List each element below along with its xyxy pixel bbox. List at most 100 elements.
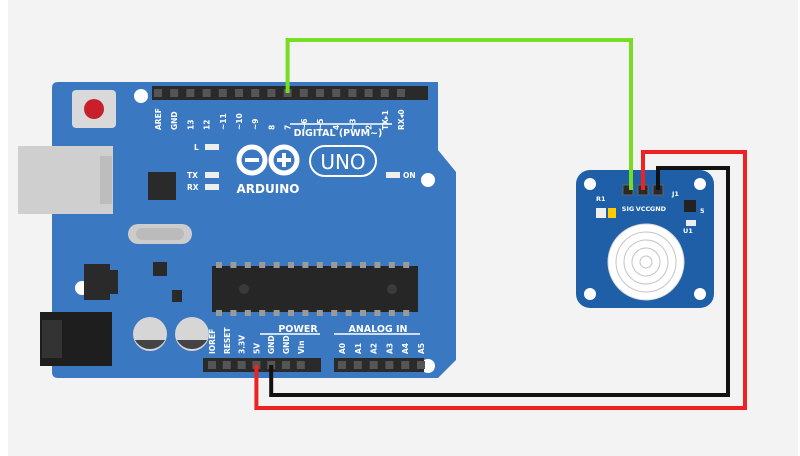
analog-pin-label: A2 bbox=[370, 343, 379, 354]
wire-ground[interactable] bbox=[269, 166, 730, 397]
chip-leg bbox=[259, 262, 266, 268]
chip-leg bbox=[345, 262, 352, 268]
chip-leg bbox=[273, 262, 280, 268]
led-rx-label: RX bbox=[187, 183, 199, 192]
power-pin-label: RESET bbox=[223, 327, 232, 354]
digital-pin-hole[interactable] bbox=[251, 89, 260, 97]
analog-pin-hole[interactable] bbox=[353, 361, 362, 369]
chip-leg bbox=[259, 310, 266, 316]
chip-leg bbox=[316, 262, 323, 268]
voltage-regulator bbox=[84, 264, 110, 300]
analog-pin-hole[interactable] bbox=[369, 361, 378, 369]
led-l bbox=[205, 144, 219, 150]
reset-button[interactable] bbox=[84, 99, 104, 119]
touch-pad-icon bbox=[607, 223, 685, 301]
digital-pin-label: 13 bbox=[186, 120, 195, 130]
sensor-r2-label: 5 bbox=[700, 207, 705, 215]
wires bbox=[254, 38, 747, 410]
digital-pin-hole[interactable] bbox=[202, 89, 211, 97]
wire-power[interactable] bbox=[254, 150, 747, 410]
chip-leg bbox=[316, 310, 323, 316]
digital-pin-label: ~11 bbox=[219, 113, 228, 130]
sensor-mounting-hole bbox=[694, 288, 706, 300]
sensor-mounting-hole bbox=[584, 288, 596, 300]
sensor-smd bbox=[686, 220, 696, 226]
power-pin-hole[interactable] bbox=[296, 361, 305, 369]
chip-leg bbox=[230, 262, 237, 268]
analog-pin-label: A5 bbox=[417, 343, 426, 354]
digital-pin-hole[interactable] bbox=[154, 89, 162, 97]
analog-header-label: ANALOG IN bbox=[348, 324, 407, 335]
small-chip bbox=[153, 262, 167, 276]
mounting-hole bbox=[421, 173, 435, 187]
digital-pin-label: AREF bbox=[154, 108, 163, 130]
led-rx bbox=[205, 184, 219, 190]
sensor-pin-label: SIG bbox=[622, 205, 634, 213]
chip-leg bbox=[302, 310, 309, 316]
digital-pin-label: 2 bbox=[365, 125, 374, 130]
power-pin-hole[interactable] bbox=[282, 361, 290, 369]
chip-leg bbox=[360, 310, 366, 316]
chip-leg bbox=[288, 310, 294, 316]
digital-pin-hole[interactable] bbox=[186, 89, 195, 97]
wire-signal[interactable] bbox=[285, 38, 633, 190]
power-pin-label: Vin bbox=[297, 340, 306, 354]
sensor-r1-label: R1 bbox=[596, 195, 606, 203]
digital-pin-hole[interactable] bbox=[380, 89, 389, 97]
chip-leg bbox=[374, 262, 381, 268]
led-tx-label: TX bbox=[187, 171, 198, 180]
digital-pin-hole[interactable] bbox=[397, 89, 405, 97]
digital-pin-hole[interactable] bbox=[299, 89, 308, 97]
mounting-hole bbox=[134, 89, 148, 103]
analog-pin-hole[interactable] bbox=[401, 361, 410, 369]
uno-badge bbox=[309, 145, 377, 177]
chip-leg bbox=[374, 310, 381, 316]
power-pin-hole[interactable] bbox=[222, 361, 231, 369]
digital-pin-hole[interactable] bbox=[348, 89, 357, 97]
digital-header-label: DIGITAL (PWM~) bbox=[294, 128, 383, 139]
chip-leg bbox=[388, 310, 395, 316]
digital-pin-hole[interactable] bbox=[332, 89, 341, 97]
chip-leg bbox=[360, 262, 366, 268]
sensor-connector-label: J1 bbox=[671, 190, 679, 198]
digital-pin-hole[interactable] bbox=[316, 89, 324, 97]
digital-pin-hole[interactable] bbox=[364, 89, 373, 97]
digital-pin-label: 4 bbox=[332, 125, 341, 130]
digital-pin-label: RX◂0 bbox=[397, 109, 406, 130]
chip-leg bbox=[403, 262, 410, 268]
arduino-uno-board: L TX RX ON UNO ARDUINO DIGITA bbox=[18, 82, 456, 378]
analog-header bbox=[334, 358, 424, 372]
digital-pin-label: 8 bbox=[267, 125, 276, 130]
analog-pin-hole[interactable] bbox=[338, 361, 346, 369]
digital-pin-hole[interactable] bbox=[218, 89, 227, 97]
power-pin-hole[interactable] bbox=[208, 361, 216, 369]
crystal-oscillator-inner bbox=[136, 228, 184, 240]
sensor-pin-label: GND bbox=[650, 205, 667, 213]
capacitor-mark bbox=[177, 340, 207, 349]
sensor-chip bbox=[684, 200, 696, 212]
power-pin-label: IOREF bbox=[208, 329, 217, 354]
chip-leg bbox=[244, 310, 251, 316]
power-pin-label: 3.3V bbox=[238, 335, 247, 354]
board-brand-label: ARDUINO bbox=[237, 182, 300, 196]
digital-pin-hole[interactable] bbox=[235, 89, 243, 97]
led-tx bbox=[205, 172, 219, 178]
microcontroller-chip bbox=[212, 262, 418, 316]
analog-pin-hole[interactable] bbox=[417, 361, 425, 369]
sensor-resistor bbox=[608, 208, 616, 218]
chip-leg bbox=[216, 310, 222, 316]
chip-leg bbox=[288, 262, 294, 268]
chip-leg bbox=[216, 262, 222, 268]
digital-pin-label: ~9 bbox=[251, 118, 260, 130]
digital-pin-label: ~3 bbox=[348, 118, 357, 130]
digital-pin-hole[interactable] bbox=[267, 89, 276, 97]
power-header-label: POWER bbox=[278, 324, 318, 335]
analog-pin-hole[interactable] bbox=[385, 361, 394, 369]
chip-leg bbox=[331, 310, 338, 316]
power-pin-hole[interactable] bbox=[237, 361, 246, 369]
power-pin-label: GND bbox=[282, 335, 291, 354]
chip-leg bbox=[244, 262, 251, 268]
digital-pin-hole[interactable] bbox=[170, 89, 179, 97]
